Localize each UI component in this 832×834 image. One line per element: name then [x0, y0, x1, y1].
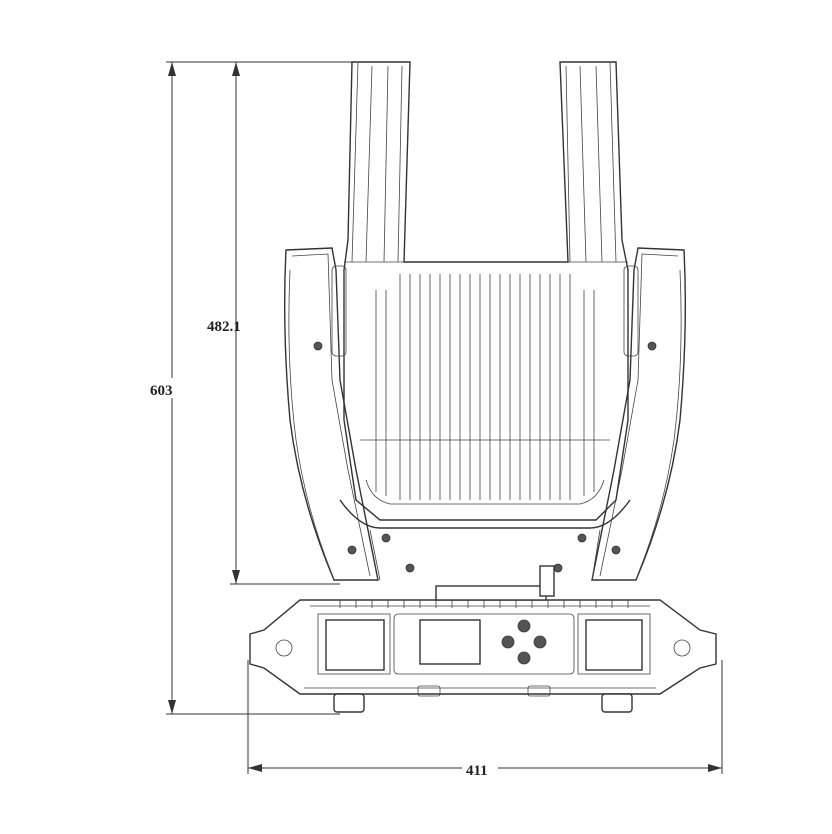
- button-right-icon: [533, 635, 547, 649]
- button-down-icon: [517, 651, 531, 665]
- head-housing: [331, 61, 639, 521]
- button-left-icon: [501, 635, 515, 649]
- left-panel-window: [325, 619, 385, 671]
- label-base-width: 411: [466, 763, 488, 779]
- yoke-left-arm: [283, 247, 379, 581]
- base-body: [249, 565, 717, 713]
- yoke-right-arm: [591, 247, 687, 581]
- label-head-height: 482.1: [207, 319, 241, 335]
- heat-sink-fins: [360, 274, 610, 505]
- label-total-height: 603: [150, 383, 173, 399]
- right-panel-window: [585, 619, 643, 671]
- control-panel: [317, 613, 651, 675]
- lcd-display: [419, 619, 481, 665]
- button-up-icon: [517, 619, 531, 633]
- dimension-head-height: [230, 62, 340, 585]
- yoke-base-plate: [339, 499, 631, 581]
